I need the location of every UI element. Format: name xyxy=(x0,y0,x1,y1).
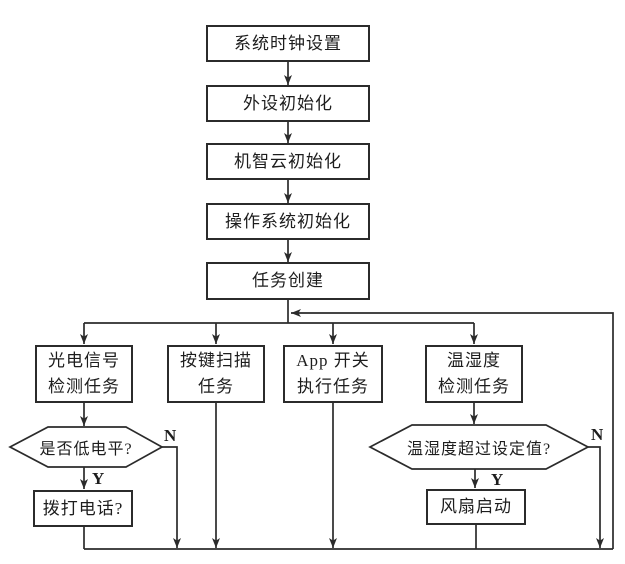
edge-decision1-no xyxy=(162,446,181,548)
task-label-line: 温湿度 xyxy=(447,351,501,370)
edge-decision2-no xyxy=(588,446,604,548)
decision1-no-label: N xyxy=(164,426,177,445)
decision1-yes-label: Y xyxy=(92,469,105,488)
decision-threshold-shape xyxy=(368,424,590,470)
process-box-system-clock: 系统时钟设置 xyxy=(206,25,370,62)
decision-threshold-label: 温湿度超过设定值? xyxy=(406,441,552,458)
process-box-gizwits-init: 机智云初始化 xyxy=(206,143,370,180)
action-box-dial-phone: 拨打电话? xyxy=(33,490,133,527)
task-box-temp-humidity: 温湿度 检测任务 xyxy=(425,345,523,403)
task-label-line: 检测任务 xyxy=(48,377,120,396)
decision-low-level-label: 是否低电平? xyxy=(39,441,133,458)
task-label-line: 按键扫描 xyxy=(180,351,252,370)
process-box-peripheral-init: 外设初始化 xyxy=(206,85,370,122)
task-label-line: 检测任务 xyxy=(438,377,510,396)
process-box-task-create: 任务创建 xyxy=(206,262,370,300)
task-label-line: 执行任务 xyxy=(297,377,369,396)
task-box-app-switch: App 开关 执行任务 xyxy=(283,345,383,403)
task-label-line: 光电信号 xyxy=(48,351,120,370)
action-box-fan-start: 风扇启动 xyxy=(426,489,526,525)
decision2-yes-label: Y xyxy=(491,470,504,489)
decision-low-level-shape xyxy=(8,426,164,468)
task-box-photo-signal: 光电信号 检测任务 xyxy=(35,345,133,403)
decision2-no-label: N xyxy=(591,425,604,444)
connector-lines xyxy=(80,62,614,550)
task-label-line: 任务 xyxy=(198,377,234,396)
feedback-loop-line xyxy=(291,309,614,549)
task-box-key-scan: 按键扫描 任务 xyxy=(167,345,265,403)
task-label-line: App 开关 xyxy=(296,351,370,370)
process-box-os-init: 操作系统初始化 xyxy=(206,203,370,240)
